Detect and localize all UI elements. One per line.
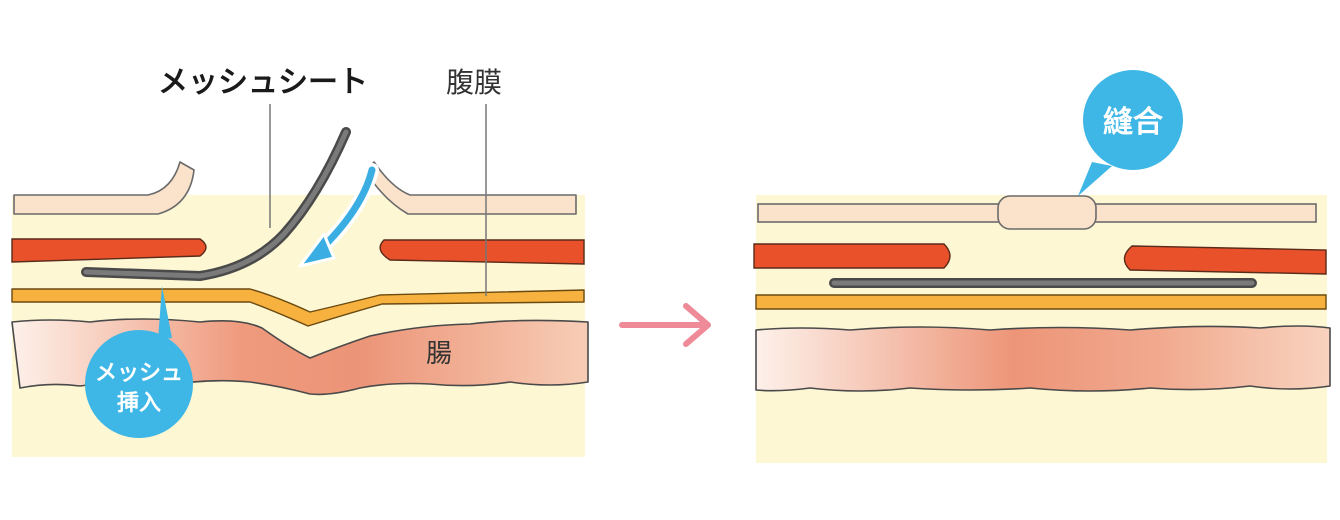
peritoneum-label: 腹膜	[446, 66, 502, 99]
insert-badge-pointer	[158, 286, 172, 340]
suture-badge-pointer	[1078, 162, 1112, 196]
insert-badge-line1: メッシュ	[95, 361, 183, 386]
after-panel	[753, 70, 1331, 463]
insert-badge	[85, 330, 193, 438]
skin-layer-left-before	[13, 161, 195, 215]
intestine-after	[755, 325, 1331, 392]
insert-badge-line2: 挿入	[117, 391, 161, 416]
peritoneum-layer-after	[755, 294, 1327, 310]
before-panel	[11, 104, 589, 457]
muscle-layer-right-before	[379, 239, 585, 265]
mesh-sheet-label: メッシュシート	[158, 65, 368, 100]
suture-badge-label: 縫合	[1103, 105, 1163, 140]
muscle-layer-right-after	[1123, 245, 1327, 275]
muscle-layer-left-before	[11, 238, 207, 263]
transition-arrow	[619, 303, 711, 347]
suture-badge	[1083, 70, 1183, 170]
muscle-layer-left-after	[753, 243, 951, 269]
suture-bulge	[997, 195, 1097, 230]
peritoneum-layer-before	[11, 288, 585, 327]
intestine-label: 腸	[426, 339, 452, 369]
skin-layer-right-before	[365, 161, 577, 215]
